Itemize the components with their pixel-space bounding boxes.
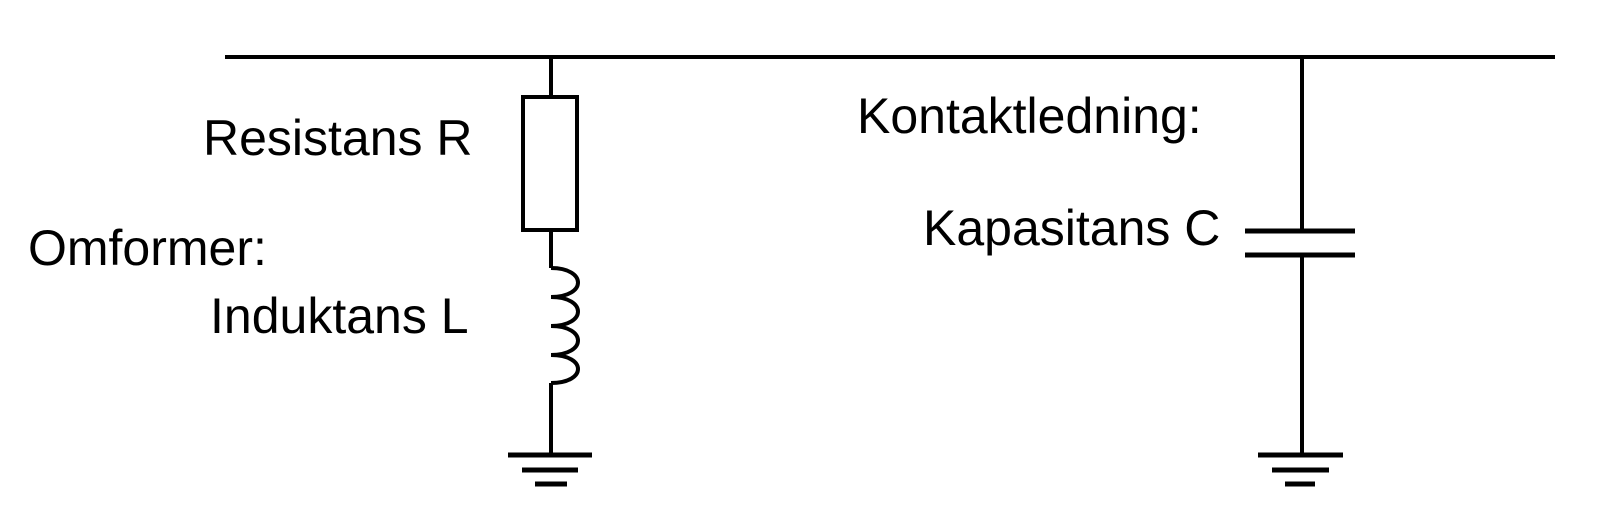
resistor-label: Resistans R bbox=[203, 110, 473, 166]
inductor-label: Induktans L bbox=[210, 288, 469, 344]
inductor-coil-icon bbox=[550, 266, 580, 385]
ground-icon-converter bbox=[508, 452, 592, 487]
capacitor-label: Kapasitans C bbox=[923, 200, 1221, 256]
ground-icon-catenary bbox=[1258, 452, 1343, 487]
catenary-group-label: Kontaktledning: bbox=[857, 88, 1202, 144]
converter-group-label: Omformer: bbox=[28, 220, 267, 276]
resistor-icon bbox=[521, 95, 579, 232]
capacitor-icon bbox=[1245, 228, 1355, 258]
